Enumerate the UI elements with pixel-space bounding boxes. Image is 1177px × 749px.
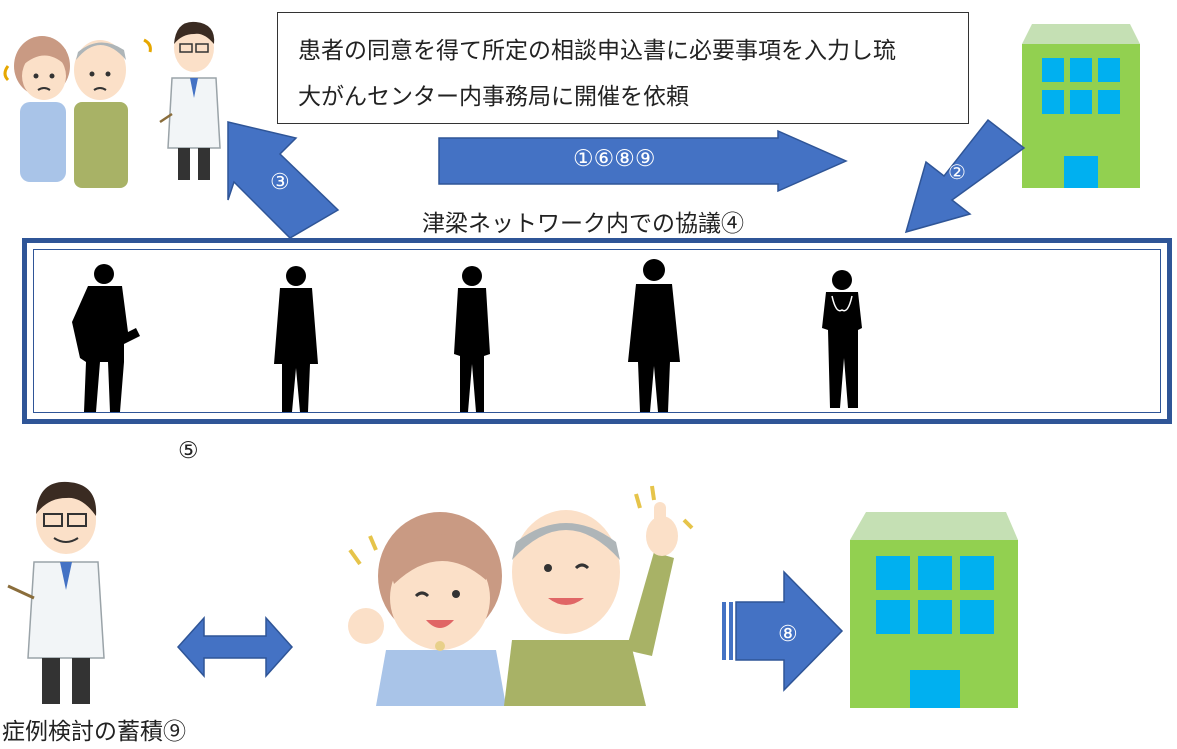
silhouette-person-icon — [454, 266, 490, 412]
hospital-building-icon — [1022, 24, 1140, 188]
arrow-to-hospital — [722, 570, 844, 692]
request-line-1: 患者の同意を得て所定の相談申込書に必要事項を入力し琉 — [298, 38, 896, 64]
diagonal-arrow-label: ② — [948, 160, 966, 184]
main-right-arrow — [438, 129, 848, 193]
step5-label: ⑤ — [178, 438, 199, 464]
diagonal-arrow-to-doctor — [227, 121, 340, 239]
happy-elderly-couple-icon — [348, 485, 694, 706]
request-box: 患者の同意を得て所定の相談申込書に必要事項を入力し琉 大がんセンター内事務局に開… — [277, 12, 969, 124]
case-accumulation-label: 症例検討の蓄積⑨ — [2, 719, 186, 745]
network-box — [22, 238, 1172, 424]
main-arrow-label: ①⑥⑧⑨ — [573, 146, 656, 172]
silhouette-person-icon — [628, 259, 680, 412]
silhouette-person-icon — [274, 266, 318, 412]
request-line-2: 大がんセンター内事務局に開催を依頼 — [298, 84, 689, 110]
silhouette-doctor-icon — [822, 270, 862, 408]
diagonal-arrow-to-network — [904, 118, 1026, 234]
doctor-icon — [159, 21, 221, 180]
worried-elderly-couple-icon — [3, 36, 152, 188]
up-left-arrow-label: ③ — [270, 170, 290, 195]
doctor-icon — [7, 481, 105, 704]
hospital-building-icon — [850, 512, 1018, 708]
network-title: 津梁ネットワーク内での協議④ — [422, 211, 744, 237]
hospital-arrow-label: ⑧ — [778, 622, 798, 647]
double-arrow — [176, 616, 294, 678]
silhouette-person-icon — [72, 264, 140, 412]
